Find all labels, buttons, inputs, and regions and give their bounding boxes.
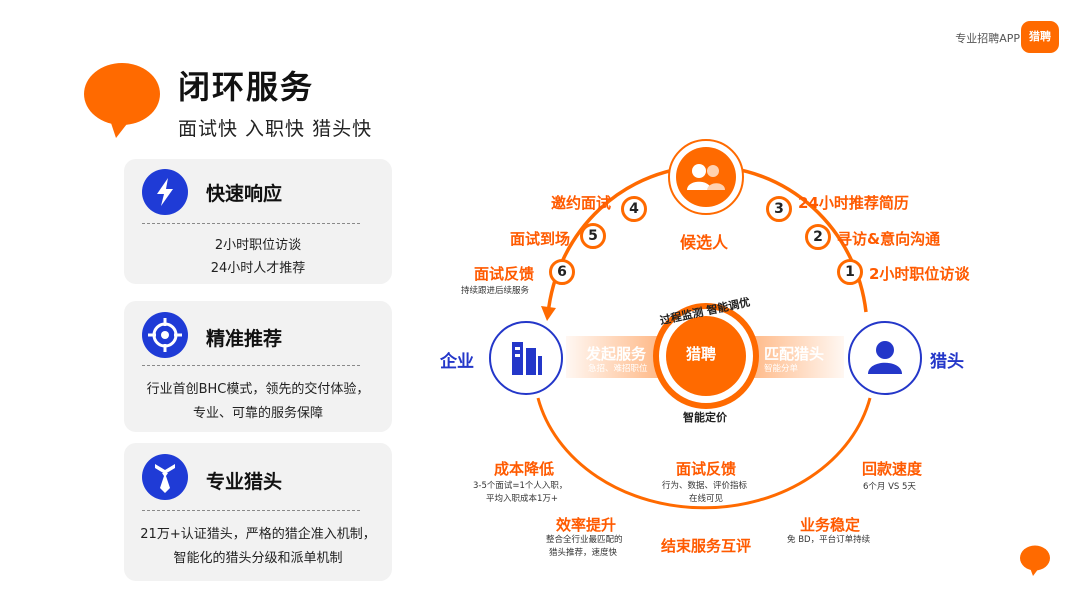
- lightning-icon: [142, 169, 188, 215]
- end-service-label: 结束服务互评: [661, 537, 752, 555]
- headhunter-label: 猎头: [930, 352, 964, 372]
- step-node: 2: [805, 224, 831, 250]
- feedback-title: 面试反馈: [676, 460, 737, 478]
- candidate-node: [668, 139, 744, 215]
- efficiency-line: 猎头推荐，速度快: [549, 548, 618, 558]
- card-text: 行业首创BHC模式，领先的交付体验，: [146, 382, 370, 397]
- step-node: 5: [580, 223, 606, 249]
- step-node: 6: [549, 259, 575, 285]
- step-label: 邀约面试: [551, 194, 612, 212]
- card-title: 快速响应: [206, 183, 283, 205]
- card-divider: [142, 365, 360, 366]
- tie-icon: [142, 454, 188, 500]
- feedback-line: 行为、数据、评价指标: [662, 481, 748, 491]
- card-divider: [142, 223, 360, 224]
- card-text: 24小时人才推荐: [210, 261, 306, 276]
- card-precise-recommend: 精准推荐 行业首创BHC模式，领先的交付体验， 专业、可靠的服务保障: [124, 301, 392, 432]
- step-label: 寻访&意向沟通: [837, 230, 941, 248]
- left-bar-sub: 急招、难招职位: [588, 364, 648, 374]
- payment-title: 回款速度: [862, 460, 923, 478]
- card-text: 专业、可靠的服务保障: [192, 406, 323, 421]
- headhunter-node: [848, 321, 922, 395]
- center-bottom-label: 智能定价: [683, 411, 727, 424]
- card-title: 专业猎头: [206, 471, 283, 493]
- person-icon: [868, 341, 902, 374]
- candidate-label: 候选人: [680, 233, 729, 252]
- step-node: 4: [621, 196, 647, 222]
- brand-logo: 猎聘: [1021, 21, 1059, 53]
- target-icon: [142, 312, 188, 358]
- building-icon: [512, 342, 542, 375]
- upper-arc-arrow: [541, 306, 556, 321]
- step-label: 面试到场: [510, 230, 571, 248]
- card-pro-headhunter: 专业猎头 21万+认证猎头，严格的猎企准入机制， 智能化的猎头分级和派单机制: [124, 443, 392, 581]
- brand-app-label: 专业招聘APP: [955, 32, 1020, 45]
- card-text: 智能化的猎头分级和派单机制: [173, 551, 343, 566]
- step-label: 24小时推荐简历: [798, 194, 909, 212]
- stable-line: 免 BD，平台订单持续: [787, 535, 871, 545]
- right-bar-title: 匹配猎头: [764, 345, 825, 363]
- card-text: 2小时职位访谈: [214, 238, 302, 253]
- center-logo-text: 猎聘: [686, 345, 717, 363]
- page-subtitle: 面试快 入职快 猎头快: [178, 118, 373, 140]
- payment-line: 6个月 VS 5天: [863, 482, 916, 492]
- efficiency-line: 整合全行业最匹配的: [546, 535, 623, 545]
- enterprise-node: [489, 321, 563, 395]
- enterprise-label: 企业: [440, 352, 474, 372]
- step-sublabel: 持续跟进后续服务: [461, 286, 530, 296]
- card-text: 21万+认证猎头，严格的猎企准入机制，: [140, 527, 376, 542]
- speech-bubble-icon: [84, 63, 160, 138]
- step-label: 2小时职位访谈: [869, 265, 970, 283]
- cost-title: 成本降低: [494, 460, 555, 478]
- speech-bubble-small-icon: [1020, 545, 1050, 576]
- step-label: 面试反馈: [474, 265, 535, 283]
- feedback-line: 在线可见: [689, 494, 724, 504]
- card-title: 精准推荐: [206, 328, 283, 350]
- people-icon: [676, 147, 736, 207]
- cost-line: 平均入职成本1万+: [486, 494, 559, 504]
- step-node: 3: [766, 196, 792, 222]
- card-fast-response: 快速响应 2小时职位访谈 24小时人才推荐: [124, 159, 392, 284]
- right-bar-sub: 智能分单: [764, 364, 799, 374]
- page-title: 闭环服务: [178, 68, 315, 106]
- left-bar-title: 发起服务: [586, 345, 647, 363]
- center-disc: [666, 316, 746, 396]
- lower-arc: [536, 397, 872, 510]
- cost-line: 3-5个面试=1个人入职，: [473, 481, 568, 491]
- stable-title: 业务稳定: [800, 516, 861, 534]
- step-node: 1: [837, 259, 863, 285]
- efficiency-title: 效率提升: [556, 516, 617, 534]
- card-divider: [142, 510, 360, 511]
